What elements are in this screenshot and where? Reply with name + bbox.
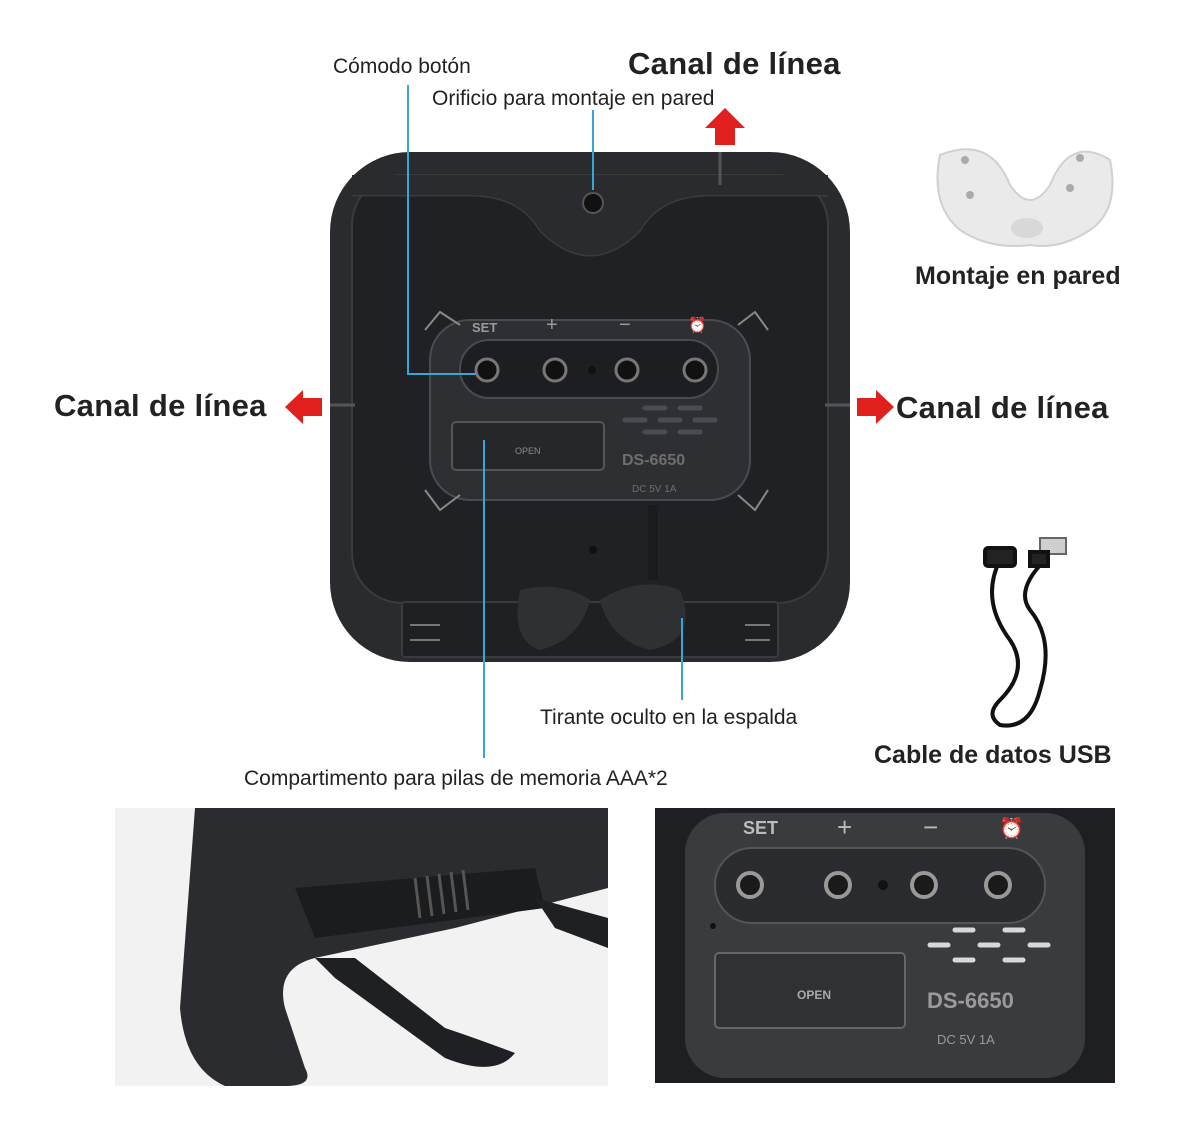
battery-door — [451, 421, 605, 471]
closeup-plus-marking: + — [837, 812, 853, 842]
closeup-power-marking: DC 5V 1A — [937, 1032, 995, 1047]
usb-cable-label: Cable de datos USB — [874, 741, 1112, 769]
hidden-brace-label: Tirante oculto en la espalda — [540, 706, 798, 729]
plus-marking: + — [546, 314, 558, 336]
open-marking: OPEN — [515, 446, 541, 456]
closeup-open-marking: OPEN — [797, 988, 832, 1002]
arrow-right-icon — [857, 390, 894, 424]
line-channel-top-label: Canal de línea — [628, 46, 841, 81]
usb-cable-image — [983, 537, 1067, 728]
wall-mount-label: Montaje en pared — [915, 262, 1121, 290]
power-marking: DC 5V 1A — [632, 484, 677, 495]
stand-side-photo — [115, 808, 608, 1086]
minus-marking: − — [619, 314, 631, 336]
battery-compartment-label: Compartimento para pilas de memoria AAA*… — [244, 767, 668, 790]
closeup-model-marking: DS-6650 — [927, 988, 1014, 1013]
wall-hole-label: Orificio para montaje en pared — [432, 87, 715, 110]
arrow-up-icon — [705, 108, 745, 145]
model-marking: DS-6650 — [622, 452, 686, 469]
stand-side-illustration — [180, 808, 608, 1086]
stand-tray — [401, 601, 779, 658]
comfort-button-label: Cómodo botón — [333, 55, 471, 78]
closeup-set-marking: SET — [743, 818, 779, 838]
closeup-alarm-clock-icon: ⏰ — [999, 818, 1024, 840]
line-channel-left-label: Canal de línea — [54, 388, 267, 423]
set-marking: SET — [472, 320, 498, 335]
wall-hole — [582, 192, 604, 214]
line-channel-right-label: Canal de línea — [896, 390, 1109, 425]
closeup-minus-marking: − — [923, 812, 939, 842]
leader-lines — [407, 85, 683, 758]
wall-mount-image — [936, 148, 1114, 247]
speaker-grille — [622, 405, 718, 435]
panel-buttons — [474, 357, 708, 383]
panel-closeup-photo: SET + − ⏰ OPEN DS-6650 DC 5V 1A — [655, 808, 1115, 1083]
panel-closeup-illustration — [685, 813, 1085, 1078]
arrow-left-icon — [285, 390, 322, 424]
alarm-clock-icon: ⏰ — [688, 317, 707, 334]
